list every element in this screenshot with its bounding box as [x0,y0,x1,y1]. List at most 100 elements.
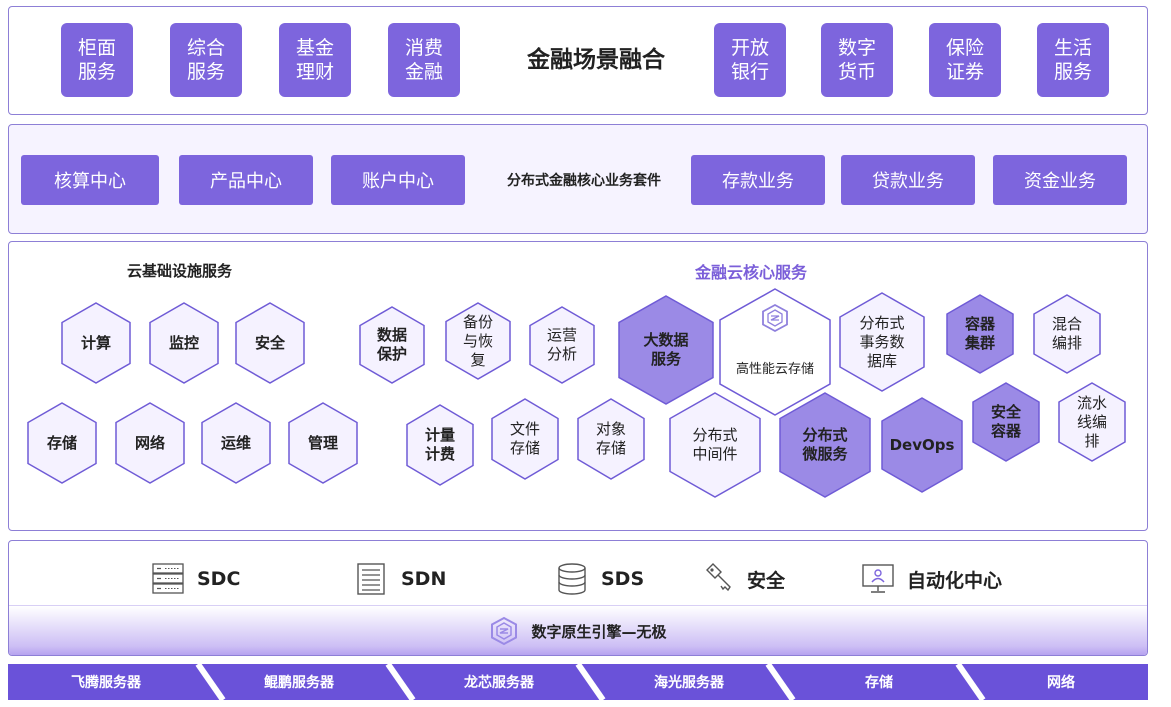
hexagon-label: 分布式微服务 [802,426,848,463]
service-hexagon: 安全 [235,302,305,384]
tech-item: 自动化中心 [861,563,1002,595]
core-suite-item: 资金业务 [993,155,1127,205]
hexagon-shape [618,295,714,405]
hexagon-shape [577,398,645,480]
hexagon-shape [1058,382,1126,462]
hexagon-label: 数据保护 [376,326,407,363]
storage-logo-icon [762,303,788,333]
hexagon-shape [406,404,474,486]
cloud-infra-title: 云基础设施服务 [127,262,233,280]
core-suite-item: 核算中心 [21,155,159,205]
hexagon-shape [491,398,559,480]
hexagon-label: 高性能云存储 [735,361,814,377]
hexagon-label: 安全 [254,333,285,352]
hexagon-label: 存储 [46,433,77,452]
hexagon-label: 计量计费 [424,426,455,463]
hexagon-label: 混合编排 [1051,315,1082,352]
tech-item: SDS [555,563,644,595]
hardware-item: 海光服务器 [654,675,724,691]
scenario-tile: 开放银行 [714,23,786,97]
core-suite-item: 存款业务 [691,155,825,205]
fin-cloud-title: 金融云核心服务 [695,263,808,282]
service-hexagon: 安全容器 [972,382,1040,462]
service-hexagon: 存储 [27,402,97,484]
scenario-title: 金融场景融合 [527,47,665,73]
service-hexagon: 运营分析 [529,306,595,384]
hexagon-label: 网络 [134,433,165,452]
tech-item: SDN [355,563,446,595]
key-icon [706,563,731,592]
hexagon-label: 分布式中间件 [692,426,738,463]
hexagon-shape [115,402,185,484]
tech-item: SDC [151,563,240,595]
cloud-services-panel: 云基础设施服务 金融云核心服务 计算 监控 安全存储 网络 运维 管理 数据保护 备份与恢复 运… [8,241,1148,531]
server-rack-icon [152,563,184,594]
hexagon-shape [719,288,831,416]
hexagon-shape [61,302,131,384]
hexagon-shape [288,402,358,484]
hexagon-label: 安全容器 [990,403,1021,440]
hexagon-label: 文件存储 [509,420,540,457]
tech-panel: SDC SDN SDS 安全 自动化中心 数字原生引擎—无极 [8,540,1148,656]
hardware-item: 飞腾服务器 [71,675,141,691]
hardware-item: 存储 [865,675,893,691]
service-hexagon: 网络 [115,402,185,484]
hexagon-label: 大数据服务 [643,331,689,368]
hardware-background [8,664,1148,700]
hexagon-shape [839,292,925,392]
hardware-item: 鲲鹏服务器 [264,675,334,691]
hexagon-label: 运维 [220,433,251,452]
service-hexagon: 计算 [61,302,131,384]
scenario-tile: 保险证券 [929,23,1001,97]
tech-label: SDC [197,568,241,590]
hexagon-label: 流水线编排 [1076,393,1107,450]
core-suite-item: 贷款业务 [841,155,975,205]
database-icon [558,563,586,595]
service-hexagon: DevOps [881,397,963,493]
core-suite-panel: 核算中心产品中心账户中心存款业务贷款业务资金业务 分布式金融核心业务套件 [8,124,1148,234]
tech-label: 自动化中心 [907,569,1003,592]
engine-title: 数字原生引擎—无极 [531,622,667,641]
scenario-tile: 综合服务 [170,23,242,97]
service-hexagon: 管理 [288,402,358,484]
monitor-user-icon [862,564,894,593]
service-hexagon: 文件存储 [491,398,559,480]
engine-bar: 数字原生引擎—无极 [9,605,1147,655]
hexagon-shape [1033,294,1101,374]
hexagon-shape [779,392,871,498]
hexagon-shape [201,402,271,484]
hexagon-shape [359,306,425,384]
hexagon-label: 备份与恢复 [462,312,493,369]
hexagon-label: 对象存储 [595,420,626,457]
service-hexagon: 数据保护 [359,306,425,384]
tech-label: SDS [601,568,645,590]
hexagon-label: 容器集群 [964,315,995,352]
service-hexagon: 备份与恢复 [445,302,511,380]
scenario-tile: 数字货币 [821,23,893,97]
hexagon-label: 分布式事务数据库 [859,313,905,370]
hexagon-shape [445,302,511,380]
hexagon-shape [149,302,219,384]
hexagon-label: 运营分析 [546,326,577,363]
hexagon-label: 计算 [80,333,111,352]
service-hexagon: 监控 [149,302,219,384]
hexagon-shape [669,392,761,498]
hardware-bar: 飞腾服务器鲲鹏服务器龙芯服务器海光服务器存储网络 [8,664,1148,700]
tech-item: 安全 [701,563,785,595]
tech-label: 安全 [747,569,786,592]
network-list-icon [357,563,385,595]
scenario-tile: 柜面服务 [61,23,133,97]
hardware-item: 龙芯服务器 [464,675,534,691]
hexagon-shape [529,306,595,384]
service-hexagon: 大数据服务 [618,295,714,405]
service-hexagon: 分布式事务数据库 [839,292,925,392]
hexagon-shape [946,294,1014,374]
service-hexagon: 流水线编排 [1058,382,1126,462]
hexagon-shape [881,397,963,493]
hexagon-shape [27,402,97,484]
service-hexagon: 计量计费 [406,404,474,486]
hexagon-label: 管理 [307,433,338,452]
service-hexagon: 容器集群 [946,294,1014,374]
core-suite-item: 产品中心 [179,155,313,205]
hexagon-label: DevOps [889,435,955,454]
